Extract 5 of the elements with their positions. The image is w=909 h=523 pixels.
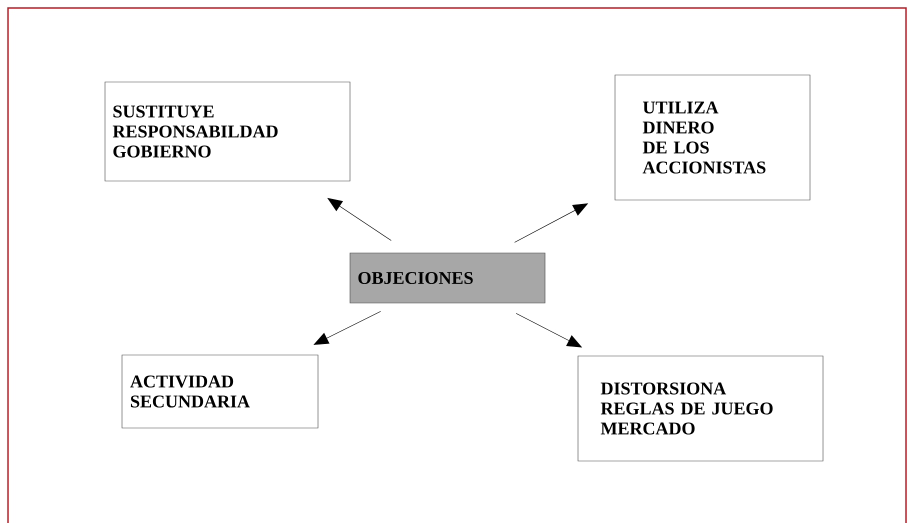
text-box: UTILIZA DINERO DE LOS ACCIONISTAS [614, 74, 810, 200]
text-box: OBJECIONES [350, 252, 546, 304]
text-box: SUSTITUYE RESPONSABILDAD GOBIERNO [104, 82, 350, 182]
text-box: DISTORSIONA REGLAS DE JUEGO MERCADO [578, 356, 824, 462]
text-box: ACTIVIDAD SECUNDARIA [122, 354, 318, 428]
